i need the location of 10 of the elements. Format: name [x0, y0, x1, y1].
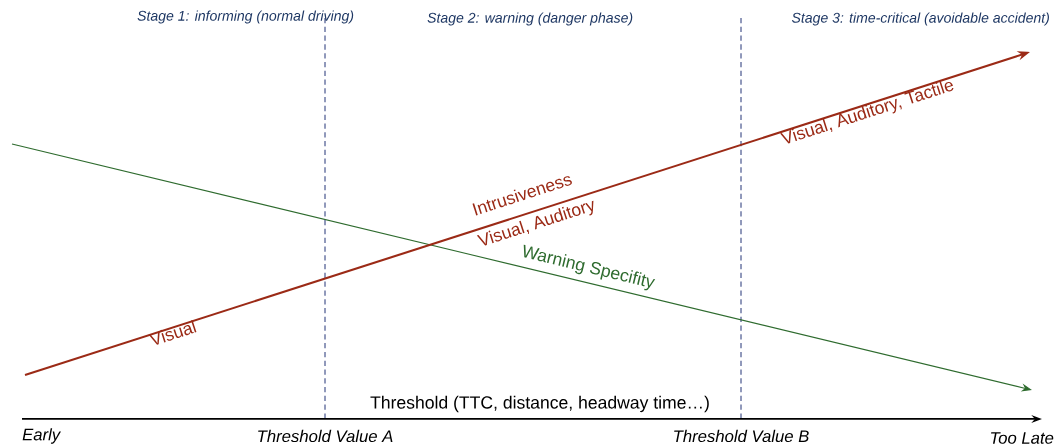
- axis-label: Threshold Value B: [674, 429, 809, 443]
- axis-label: Too Late: [991, 432, 1054, 444]
- axis-title: Threshold (TTC, distance, headway time…): [370, 395, 709, 413]
- stage-heading: Stage 2: warning (danger phase): [427, 12, 633, 26]
- stage-heading: Stage 3: time-critical (avoidable accident): [791, 12, 1049, 26]
- stage-heading: Stage 1: informing (normal driving): [137, 10, 354, 24]
- axis-label: Threshold Value A: [258, 429, 393, 443]
- line-label: Visual: [148, 319, 197, 345]
- axis-label: Early: [22, 428, 61, 444]
- line-label: Visual, Auditory, Tactile: [780, 80, 954, 144]
